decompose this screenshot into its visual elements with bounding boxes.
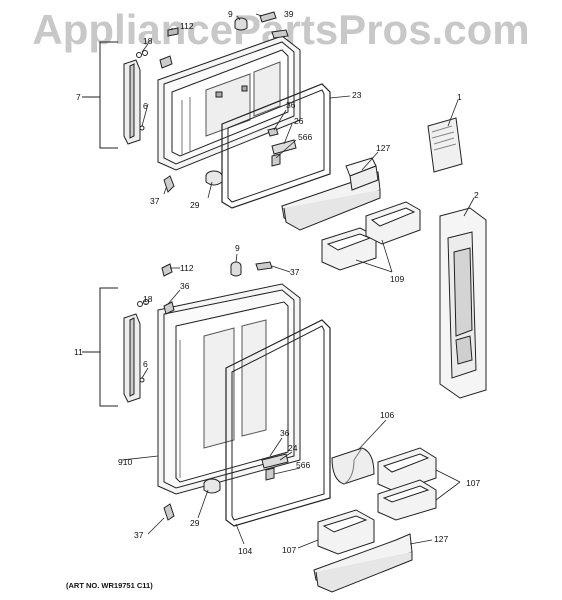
callout-lower-24: 24 bbox=[288, 443, 298, 453]
callout-upper-9: 9 bbox=[228, 9, 233, 19]
lower-door-gasket bbox=[225, 319, 331, 527]
lower-bins-107 bbox=[377, 447, 437, 521]
callout-lower-910: 910 bbox=[118, 457, 133, 467]
callout-upper-39: 39 bbox=[284, 9, 294, 19]
callout-lower-107-right: 107 bbox=[466, 478, 481, 488]
callout-lower-112: 112 bbox=[180, 263, 194, 273]
upper-bins-109 bbox=[321, 201, 421, 271]
callout-lower-127: 127 bbox=[434, 534, 449, 544]
lower-handle bbox=[123, 313, 145, 403]
callout-lower-18: 18 bbox=[143, 294, 153, 304]
callout-lower-104: 104 bbox=[238, 546, 253, 556]
callout-lower-37b: 37 bbox=[134, 530, 144, 540]
callout-upper-23: 23 bbox=[352, 90, 362, 100]
callout-lower-37: 37 bbox=[290, 267, 300, 277]
callout-upper-1: 1 bbox=[457, 92, 462, 102]
callout-upper-37: 37 bbox=[150, 196, 160, 206]
callout-lower-107-left: 107 bbox=[282, 545, 297, 555]
callout-lower-36: 36 bbox=[180, 281, 190, 291]
upper-small-parts bbox=[163, 127, 297, 193]
callout-upper-29: 29 bbox=[190, 200, 200, 210]
callout-lower-6: 6 bbox=[143, 359, 148, 369]
part-106 bbox=[331, 447, 375, 485]
callout-lower-9: 9 bbox=[235, 243, 240, 253]
callout-upper-127: 127 bbox=[376, 143, 391, 153]
liner-panel-2 bbox=[439, 207, 487, 399]
callout-upper-7: 7 bbox=[76, 92, 81, 102]
callout-upper-2: 2 bbox=[474, 190, 479, 200]
leader-lines bbox=[121, 13, 475, 549]
callout-upper-109: 109 bbox=[390, 274, 405, 284]
upper-door-gasket bbox=[221, 83, 331, 209]
lower-bin-107-left bbox=[317, 509, 375, 555]
callout-lower-566: 566 bbox=[296, 460, 311, 470]
upper-door-outer bbox=[157, 35, 301, 171]
callout-lower-106: 106 bbox=[380, 410, 395, 420]
callout-upper-36: 36 bbox=[286, 100, 296, 110]
lower-small-parts bbox=[137, 261, 289, 521]
manual-booklet-1 bbox=[427, 117, 463, 173]
lower-door-outer bbox=[157, 283, 301, 495]
lower-bin-127 bbox=[313, 533, 413, 593]
callout-upper-566: 566 bbox=[298, 132, 313, 142]
upper-hinge-parts bbox=[136, 11, 289, 69]
callout-upper-6: 6 bbox=[143, 101, 148, 111]
callout-lower-36b: 36 bbox=[280, 428, 290, 438]
callout-lower-29: 29 bbox=[190, 518, 200, 528]
callout-upper-112: 112 bbox=[180, 21, 194, 31]
art-number: (ART NO. WR19751 C11) bbox=[66, 581, 153, 590]
callout-upper-18: 18 bbox=[143, 36, 153, 46]
callout-lower-11: 11 bbox=[74, 347, 83, 357]
upper-bin-127 bbox=[281, 157, 381, 231]
upper-handle bbox=[123, 59, 145, 145]
callout-upper-26: 26 bbox=[294, 116, 304, 126]
